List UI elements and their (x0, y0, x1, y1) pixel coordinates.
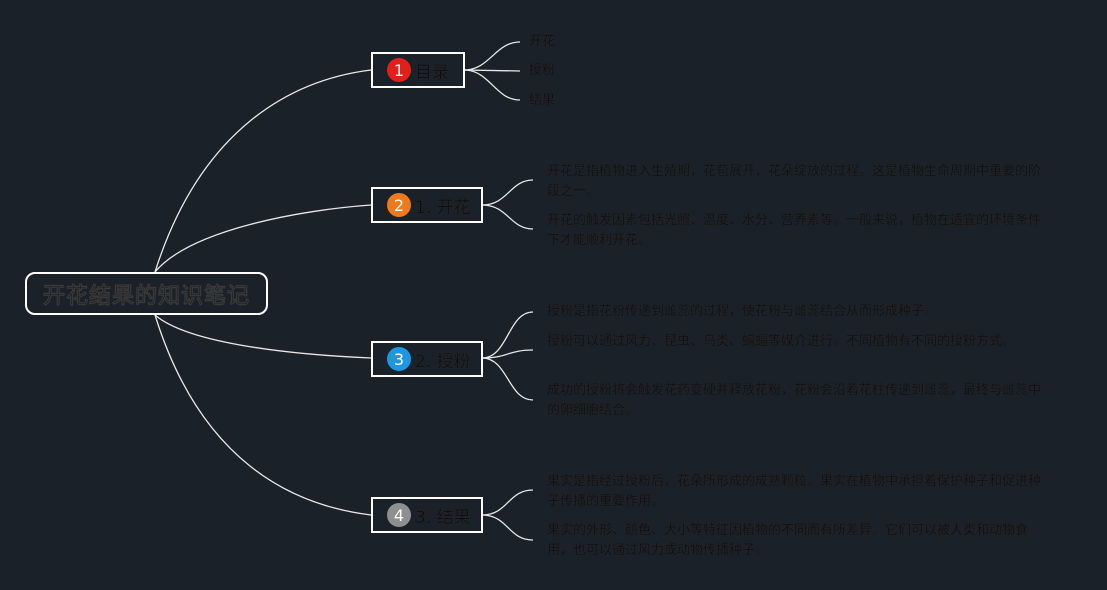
number-badge-2: 2 (387, 193, 411, 217)
leaf-2-2[interactable]: 开花的触发因素包括光照、温度、水分、营养素等。一般来说，植物在适宜的环境条件下才… (547, 213, 1042, 248)
branch-label-1: 目录 (415, 62, 449, 83)
leaf-1-3[interactable]: 结果 (529, 93, 556, 108)
connector-b1-leaf-1 (463, 41, 521, 71)
connector-b3-leaf-3 (481, 357, 534, 401)
connector-root-branch-3 (154, 314, 372, 359)
connector-b4-leaf-2 (481, 514, 534, 541)
connector-b3-leaf-2 (481, 349, 534, 359)
connector-root-branch-4 (154, 314, 372, 516)
connector-b1-leaf-3 (463, 69, 521, 101)
root-title: 开花结果的知识笔记 (42, 283, 250, 309)
branch-label-3: 2. 授粉 (415, 351, 471, 372)
branch-node-2[interactable]: 2 1. 开花 (371, 187, 483, 223)
leaf-4-1[interactable]: 果实是指经过授粉后，花朵所形成的成熟颗粒。果实在植物中承担着保护种子和促进种子传… (547, 474, 1042, 509)
root-node[interactable]: 开花结果的知识笔记 (25, 272, 268, 315)
connector-b2-leaf-2 (481, 204, 534, 230)
connector-b2-leaf-1 (481, 179, 534, 206)
branch-label-2: 1. 开花 (415, 197, 471, 218)
leaf-4-2[interactable]: 果实的外形、颜色、大小等特征因植物的不同而有所差异。它们可以被人类和动物食用，也… (547, 523, 1029, 558)
leaf-1-2[interactable]: 授粉 (529, 63, 556, 78)
connector-b1-leaf-2 (463, 69, 521, 72)
leaf-1-1[interactable]: 开花 (529, 34, 556, 49)
number-badge-4: 4 (387, 503, 411, 527)
branch-node-1[interactable]: 1 目录 (371, 52, 465, 88)
number-badge-1: 1 (387, 58, 411, 82)
connector-b4-leaf-1 (481, 489, 534, 516)
branch-label-4: 3. 结果 (415, 507, 471, 528)
leaf-2-1[interactable]: 开花是指植物进入生殖期，花苞展开，花朵绽放的过程。这是植物生命周期中重要的阶段之… (547, 164, 1042, 199)
leaf-3-2[interactable]: 授粉可以通过风力、昆虫、鸟类、蝙蝠等媒介进行。不同植物有不同的授粉方式。 (547, 334, 1016, 349)
leaf-3-1[interactable]: 授粉是指花粉传递到雌蕊的过程，使花粉与雌蕊结合从而形成种子。 (547, 304, 938, 319)
number-badge-3: 3 (387, 347, 411, 371)
branch-node-3[interactable]: 3 2. 授粉 (371, 341, 483, 377)
connector-root-branch-2 (154, 204, 372, 273)
connector-root-branch-1 (154, 69, 372, 273)
branch-node-4[interactable]: 4 3. 结果 (371, 497, 483, 533)
connector-b3-leaf-1 (481, 311, 534, 359)
leaf-3-3[interactable]: 成功的授粉将会触发花药变硬并释放花粉，花粉会沿着花柱传递到雌蕊，最终与雌蕊中的卵… (547, 383, 1042, 418)
